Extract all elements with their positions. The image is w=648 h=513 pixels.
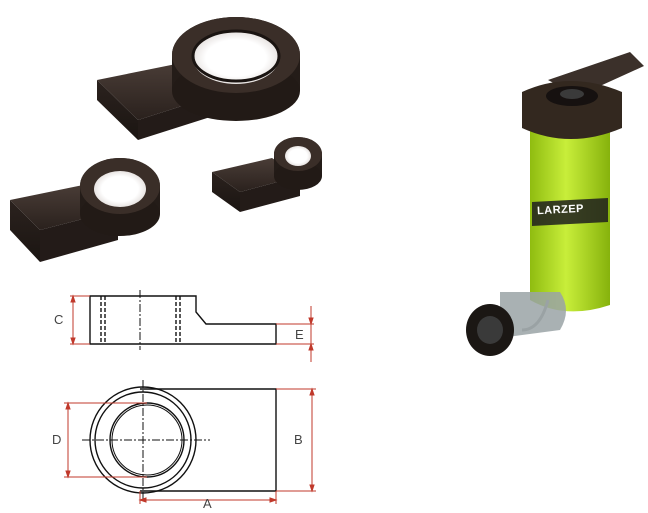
dimension-label-e: E — [295, 327, 304, 342]
small-adapter — [212, 137, 322, 212]
cylinder-photo — [466, 52, 644, 356]
side-view-drawing — [89, 290, 277, 350]
top-view-drawing — [82, 380, 277, 500]
dimension-e — [276, 306, 314, 362]
dimension-d — [64, 401, 147, 479]
medium-adapter — [10, 158, 160, 262]
large-adapter — [97, 17, 300, 140]
dimension-label-c: C — [54, 312, 64, 327]
dimension-label-b: B — [294, 432, 303, 447]
dimension-a — [138, 491, 278, 504]
dimension-c — [70, 294, 90, 346]
dimension-b — [276, 387, 316, 493]
brand-label: LARZEP — [536, 202, 585, 218]
dimension-label-d: D — [52, 432, 62, 447]
dimension-label-a: A — [203, 496, 212, 511]
